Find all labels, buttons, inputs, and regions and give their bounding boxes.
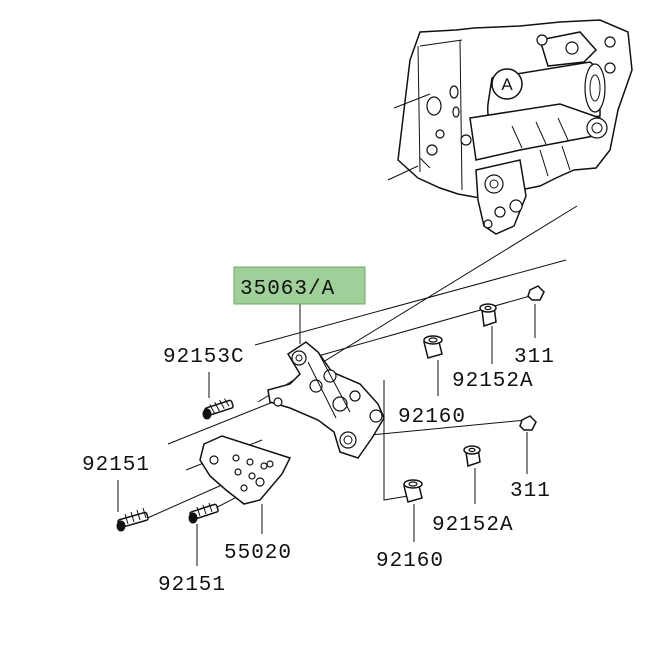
label-92151-left[interactable]: 92151: [82, 454, 150, 477]
label-35063-a[interactable]: 35063/A: [240, 278, 335, 301]
label-92160-top[interactable]: 92160: [398, 406, 466, 429]
highlight-35063: [233, 266, 366, 305]
callout-a-label: A: [501, 75, 513, 94]
callout-a: A: [491, 68, 523, 100]
bushing-92152a-top[interactable]: [479, 303, 497, 328]
leader-lines: [117, 304, 536, 566]
nut-311-top[interactable]: [527, 285, 545, 301]
collar-92160-top[interactable]: [423, 335, 443, 359]
footpeg-bracket-35063[interactable]: [267, 341, 385, 459]
collar-92160-bottom[interactable]: [403, 479, 423, 503]
label-311-bottom[interactable]: 311: [510, 480, 551, 503]
heel-plate-55020[interactable]: [199, 435, 292, 505]
nut-311-bottom[interactable]: [519, 415, 537, 431]
bolt-92151-bottom[interactable]: [188, 502, 219, 524]
bushing-92152a-bottom[interactable]: [463, 445, 481, 467]
label-92152a-bottom[interactable]: 92152A: [432, 514, 514, 537]
label-92152a-top[interactable]: 92152A: [452, 370, 534, 393]
frame-assembly: [387, 19, 633, 235]
label-92151-bottom[interactable]: 92151: [158, 574, 226, 597]
part-labels: 35063/A 92153C 311 92152A 92160 92151 31…: [82, 266, 555, 597]
label-92153c[interactable]: 92153C: [163, 346, 245, 369]
label-92160-bottom[interactable]: 92160: [376, 550, 444, 573]
label-55020[interactable]: 55020: [224, 542, 292, 565]
bolt-92153c[interactable]: [202, 398, 234, 420]
bolt-92151-left[interactable]: [116, 507, 149, 532]
label-311-top[interactable]: 311: [514, 346, 555, 369]
